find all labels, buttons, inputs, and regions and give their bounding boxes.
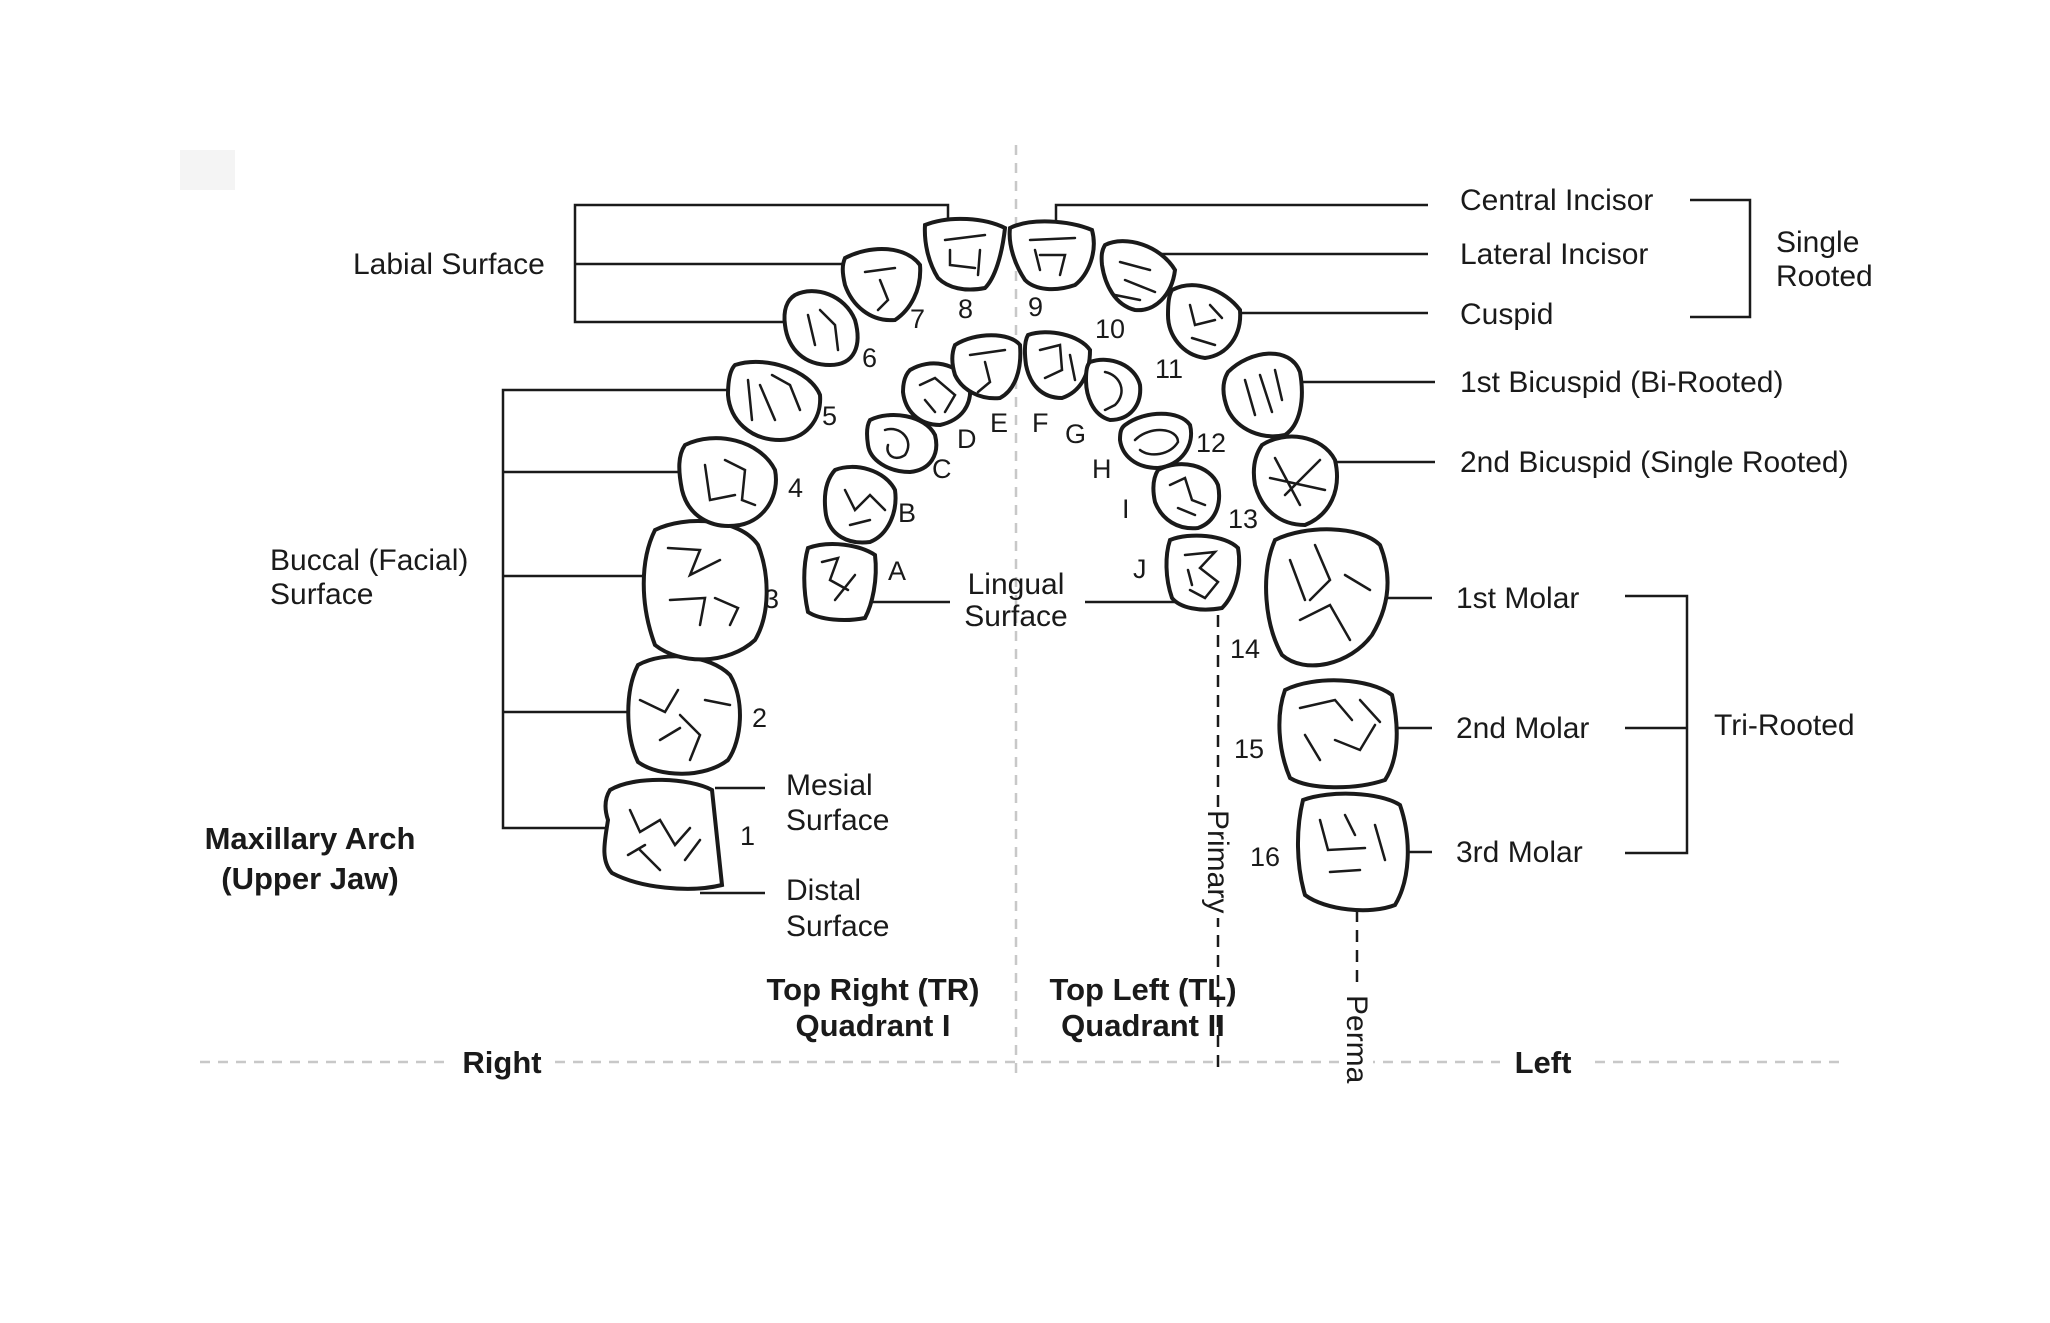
buccal-bracket [501, 388, 733, 830]
single-rooted-bracket [1690, 198, 1752, 319]
third-molar-label: 3rd Molar [1456, 836, 1583, 869]
tooth-letter-J: J [1133, 554, 1147, 584]
tooth-number-9: 9 [1028, 292, 1043, 322]
tooth-number-12: 12 [1196, 428, 1226, 458]
tooth-10 [1099, 239, 1178, 313]
tooth-5 [725, 359, 823, 443]
tooth-4 [677, 436, 778, 528]
tooth-letter-A: A [888, 556, 906, 586]
tooth-J [1164, 533, 1242, 612]
mesial-surface-label-line1: Mesial [786, 769, 873, 802]
left-side-label: Left [1515, 1045, 1572, 1080]
lingual-surface-label-line1: Lingual [968, 568, 1065, 601]
tooth-letter-B: B [898, 498, 916, 528]
central-incisor-label: Central Incisor [1460, 184, 1653, 217]
central-incisor-leader [1054, 203, 1428, 222]
tooth-9 [1007, 219, 1096, 292]
labial-bracket [573, 203, 950, 324]
lingual-surface-label-line2: Surface [964, 600, 1067, 633]
tooth-number-13: 13 [1228, 504, 1258, 534]
tooth-7 [840, 247, 923, 323]
quadrant-tr-line2: Quadrant I [795, 1008, 950, 1043]
tooth-15 [1277, 678, 1399, 790]
first-molar-label: 1st Molar [1456, 582, 1579, 615]
tooth-number-10: 10 [1095, 314, 1125, 344]
quadrant-tr-line1: Top Right (TR) [767, 972, 980, 1007]
single-rooted-label-line1: Single [1776, 226, 1859, 259]
permanent-dentition-label: Perma [1340, 995, 1373, 1084]
tooth-number-7: 7 [910, 304, 925, 334]
tooth-number-6: 6 [862, 343, 877, 373]
quadrant-tl-line2: Quadrant II [1061, 1008, 1225, 1043]
tooth-8 [922, 216, 1008, 292]
tooth-6 [782, 289, 860, 368]
tooth-3 [641, 519, 769, 662]
tooth-14 [1264, 527, 1390, 668]
tooth-12 [1221, 351, 1304, 439]
tooth-2 [626, 654, 742, 776]
distal-surface-label-line1: Distal [786, 874, 861, 907]
second-bicuspid-label: 2nd Bicuspid (Single Rooted) [1460, 446, 1849, 479]
tooth-E [950, 333, 1023, 401]
tooth-number-15: 15 [1234, 734, 1264, 764]
tooth-letter-G: G [1065, 419, 1086, 449]
tri-rooted-label: Tri-Rooted [1714, 709, 1855, 742]
tooth-number-3: 3 [764, 584, 779, 614]
tooth-letter-F: F [1032, 408, 1049, 438]
tooth-letter-I: I [1122, 494, 1130, 524]
tooth-I [1151, 462, 1221, 531]
buccal-surface-label-line1: Buccal (Facial) [270, 544, 468, 577]
tooth-A [802, 542, 878, 622]
tooth-H [1117, 411, 1194, 471]
quadrant-tl-line1: Top Left (TL) [1049, 972, 1236, 1007]
tooth-16 [1296, 791, 1410, 913]
tooth-number-4: 4 [788, 473, 803, 503]
tooth-number-2: 2 [752, 703, 767, 733]
tooth-13 [1251, 434, 1339, 528]
tooth-G [1083, 357, 1143, 423]
tooth-letter-D: D [957, 424, 977, 454]
cuspid-label: Cuspid [1460, 298, 1553, 331]
arch-title-line2: (Upper Jaw) [221, 861, 398, 896]
tooth-1 [602, 777, 725, 891]
tooth-11 [1165, 283, 1243, 361]
tooth-number-5: 5 [822, 401, 837, 431]
labial-surface-label: Labial Surface [353, 248, 545, 281]
first-bicuspid-label: 1st Bicuspid (Bi-Rooted) [1460, 366, 1783, 399]
tooth-B [822, 464, 898, 545]
tooth-number-14: 14 [1230, 634, 1260, 664]
tri-rooted-bracket [1625, 594, 1689, 855]
second-molar-label: 2nd Molar [1456, 712, 1589, 745]
buccal-surface-label-line2: Surface [270, 578, 373, 611]
tooth-letter-H: H [1092, 454, 1112, 484]
tooth-number-1: 1 [740, 821, 755, 851]
mesial-surface-label-line2: Surface [786, 804, 889, 837]
tooth-letter-C: C [932, 454, 952, 484]
primary-dentition-label: Primary [1201, 810, 1234, 913]
arch-title-line1: Maxillary Arch [205, 821, 416, 856]
tooth-number-11: 11 [1155, 354, 1183, 384]
corner-mark [180, 150, 235, 190]
tooth-number-8: 8 [958, 294, 973, 324]
tooth-F [1022, 330, 1093, 401]
distal-surface-label-line2: Surface [786, 910, 889, 943]
single-rooted-label-line2: Rooted [1776, 260, 1873, 293]
tooth-letter-E: E [990, 408, 1008, 438]
lateral-incisor-label: Lateral Incisor [1460, 238, 1648, 271]
right-side-label: Right [462, 1045, 541, 1080]
tooth-number-16: 16 [1250, 842, 1280, 872]
